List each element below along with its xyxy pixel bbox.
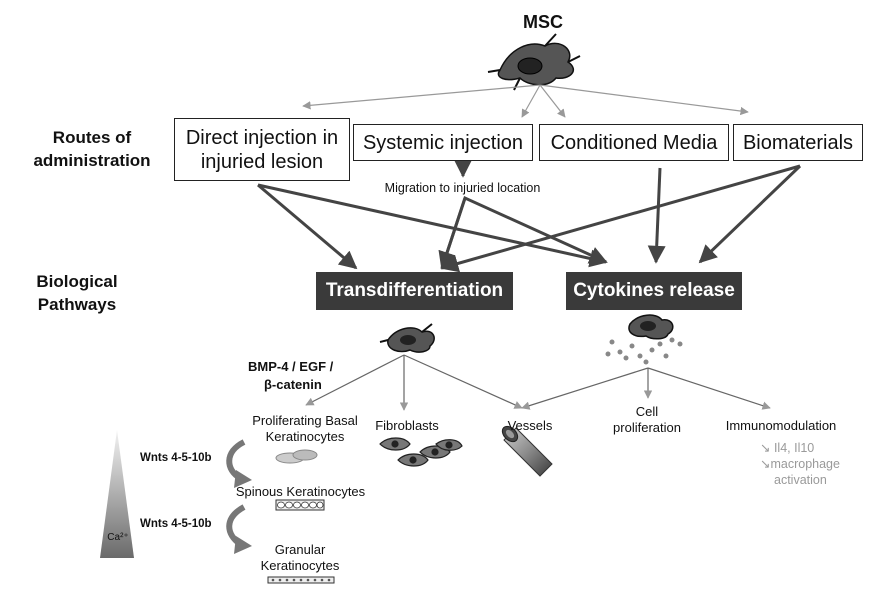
spinous-keratinocytes-icon	[275, 499, 325, 511]
msc-route-arrows	[302, 84, 749, 118]
basal-keratinocytes-icon	[275, 449, 318, 464]
trans-cell-icon	[379, 323, 435, 353]
outcome-fibroblasts: Fibroblasts	[375, 418, 439, 433]
immuno-detail-line3: activation	[774, 473, 827, 487]
fibroblasts-icon	[379, 437, 463, 467]
calcium-gradient-triangle	[100, 430, 134, 558]
spinous-keratinocytes-label: Spinous Keratinocytes	[235, 484, 366, 499]
immuno-detail-line1: ↘ Il4, Il10	[760, 441, 815, 455]
granular-keratinocytes-icon	[267, 576, 335, 584]
routes-label: Routes of administration	[33, 128, 151, 170]
outcome-cell-proliferation: Cell proliferation	[613, 404, 681, 435]
route-systemic-injection: Systemic injection	[353, 124, 533, 161]
immuno-detail: ↘ Il4, Il10 ↘macrophage activation	[760, 440, 860, 488]
outcome-basal-keratinocytes: Proliferating Basal Keratinocytes	[252, 413, 358, 444]
pathway-cytokines-release: Cytokines release	[566, 272, 742, 310]
factors-line2: β-catenin	[264, 377, 322, 392]
diagram-title: MSC	[523, 12, 563, 32]
msc-cell-icon	[487, 33, 581, 91]
migration-label: Migration to injuried location	[384, 181, 541, 195]
pathway-transdifferentiation: Transdifferentiation	[316, 272, 513, 310]
outcome-immunomodulation: Immunomodulation	[725, 418, 837, 433]
wnt-arrowheads	[234, 470, 252, 554]
wnts-label-upper: Wnts 4-5-10b	[140, 452, 212, 464]
calcium-label: Ca²⁺	[107, 532, 129, 543]
wnts-label-lower: Wnts 4-5-10b	[140, 518, 212, 530]
cytokine-cell-icon	[605, 314, 683, 365]
route-pathway-arrows	[257, 164, 802, 273]
factors-line1: BMP-4 / EGF /	[248, 359, 334, 374]
route-biomaterials: Biomaterials	[733, 124, 863, 161]
route-direct-injection: Direct injection in injuried lesion	[174, 118, 350, 181]
outcome-arrows	[305, 354, 771, 411]
immuno-detail-line2: ↘macrophage	[760, 457, 840, 471]
vessel-icon	[501, 425, 553, 477]
granular-keratinocytes-label: Granular Keratinocytes	[260, 542, 340, 573]
pathways-label: Biological Pathways	[36, 272, 118, 314]
route-conditioned-media: Conditioned Media	[539, 124, 729, 161]
factors-label: BMP-4 / EGF / β-catenin	[248, 358, 368, 394]
outcome-vessels: Vessels	[507, 418, 553, 433]
